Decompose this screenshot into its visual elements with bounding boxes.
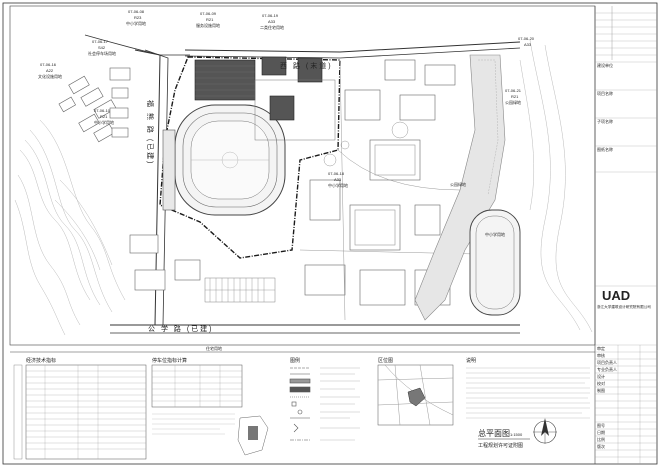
parcel-code: 07-06-21 bbox=[505, 88, 522, 93]
notes-title: 说明 bbox=[466, 357, 476, 364]
company-logo: UAD bbox=[602, 288, 630, 303]
parcel-label: 服务设施用地 bbox=[196, 22, 220, 28]
running-track bbox=[174, 104, 286, 216]
title-row-label: 制图 bbox=[597, 387, 605, 393]
location-map: 区位图 bbox=[377, 357, 454, 426]
parcel-label: 住宅用地 bbox=[206, 345, 222, 351]
road-west-edge bbox=[144, 49, 169, 326]
courtyard bbox=[254, 79, 336, 141]
parcel-label: 中小学用地 bbox=[485, 231, 505, 237]
parcel-label: 中小学用地 bbox=[94, 119, 114, 125]
school-buildings bbox=[194, 56, 323, 121]
title-row-label: 子项名称 bbox=[597, 118, 613, 124]
road-label-south: 公 学 路 (已建) bbox=[148, 324, 214, 333]
parking-title: 停车位指标计算 bbox=[152, 357, 187, 364]
parcel-label: 中小学用地 bbox=[328, 182, 348, 188]
parcel-label: 公园绿地 bbox=[450, 181, 466, 187]
parcel-label: 文化设施用地 bbox=[38, 73, 62, 79]
parcel-use: R21 bbox=[100, 114, 108, 119]
parcel-use: S42 bbox=[98, 45, 106, 50]
parcel-use: A33 bbox=[268, 19, 276, 24]
northwest-blocks bbox=[58, 67, 131, 143]
north-arrow-icon bbox=[533, 418, 557, 444]
site-plan: 西 路 (末道) 公 学 路 (已建) 福 熊 路 (已建) 07-06-08 … bbox=[14, 9, 593, 351]
terrain-contours-east bbox=[519, 39, 593, 333]
parcel-use: R21 bbox=[511, 94, 519, 99]
parcel-label: 中小学用地 bbox=[126, 20, 146, 26]
parcel-code: 07-06-09 bbox=[200, 11, 217, 16]
site-boundary bbox=[159, 56, 341, 259]
road-north-west-curve bbox=[84, 34, 190, 56]
title-field-label: 比例 bbox=[597, 436, 605, 442]
title-row-label: 建设单位 bbox=[597, 62, 613, 68]
parcel-use: A33 bbox=[524, 42, 532, 47]
title-row-label: 审定 bbox=[597, 345, 605, 351]
title-row-label: 项目名称 bbox=[597, 90, 613, 96]
drawing-subtitle: 工程规划许可证附图 bbox=[478, 442, 523, 449]
title-row-label: 专业负责人 bbox=[597, 366, 617, 372]
parcel-code: 07-06-10 bbox=[94, 108, 111, 113]
title-field-label: 图号 bbox=[597, 422, 605, 428]
parking-calc-table: 停车位指标计算 bbox=[151, 357, 269, 456]
title-field-label: 版次 bbox=[597, 443, 605, 449]
teaching-building-2 bbox=[297, 57, 323, 83]
title-field-label: 日期 bbox=[597, 429, 605, 435]
location-title: 区位图 bbox=[378, 357, 393, 364]
parcel-code: 07-06-17 bbox=[92, 39, 109, 44]
west-building-strip bbox=[162, 129, 176, 211]
parcel-label: 二类住宅用地 bbox=[260, 24, 284, 30]
road-north-edge bbox=[184, 47, 521, 59]
east-track bbox=[469, 209, 521, 316]
parcel-use: R23 bbox=[134, 15, 142, 20]
gymnasium-building bbox=[194, 59, 256, 101]
road-label-north: 西 路 (末道) bbox=[280, 61, 333, 70]
legend-title: 图例 bbox=[290, 357, 300, 364]
parking-lot bbox=[204, 277, 276, 303]
parcel-code: 07-06-18 bbox=[328, 171, 345, 176]
drawing-scale: 1:1500 bbox=[510, 432, 523, 437]
road-label-west: 福 熊 路 (已建) bbox=[146, 100, 155, 166]
title-row-label: 项目负责人 bbox=[597, 359, 617, 365]
title-row-label: 设计 bbox=[597, 373, 605, 379]
east-park bbox=[414, 54, 506, 321]
title-strip: 建设单位 项目名称 子项名称 图纸名称 UAD 浙江大学建筑设计研究院有限公司 … bbox=[594, 6, 657, 464]
tech-indicator-table: 经济技术指标 bbox=[13, 357, 147, 460]
company-name: 浙江大学建筑设计研究院有限公司 bbox=[597, 304, 651, 309]
teaching-building-1 bbox=[261, 56, 287, 76]
parcel-label: 社会停车场用地 bbox=[88, 50, 116, 56]
parcel-use: A22 bbox=[46, 68, 54, 73]
tech-table-title: 经济技术指标 bbox=[26, 357, 56, 364]
parcel-use: R21 bbox=[206, 17, 214, 22]
title-row-label: 图纸名称 bbox=[597, 146, 613, 152]
design-notes: 说明 bbox=[466, 357, 590, 419]
title-row-label: 审核 bbox=[597, 352, 605, 358]
parcel-code: 07-06-20 bbox=[518, 36, 535, 41]
parcel-label: 公园绿地 bbox=[505, 99, 521, 105]
parcel-code: 07-06-08 bbox=[128, 9, 145, 14]
parcel-code: 07-06-16 bbox=[40, 62, 57, 67]
legend: 图例 bbox=[289, 357, 360, 441]
title-row-label: 校对 bbox=[597, 380, 605, 386]
road-north bbox=[184, 41, 521, 53]
bottom-panels: 经济技术指标 停车位指标计算 bbox=[10, 351, 595, 460]
parcel-use: A33 bbox=[334, 177, 342, 182]
building-hatch bbox=[195, 65, 255, 97]
drawing-title: 总平面图 bbox=[478, 428, 510, 438]
parcel-code: 07-06-19 bbox=[262, 13, 279, 18]
east-campus-blocks bbox=[304, 59, 456, 306]
key-plan bbox=[237, 415, 269, 456]
terrain-contours-west bbox=[14, 119, 126, 336]
site-location-marker bbox=[407, 387, 426, 407]
teaching-building-3 bbox=[269, 95, 295, 121]
